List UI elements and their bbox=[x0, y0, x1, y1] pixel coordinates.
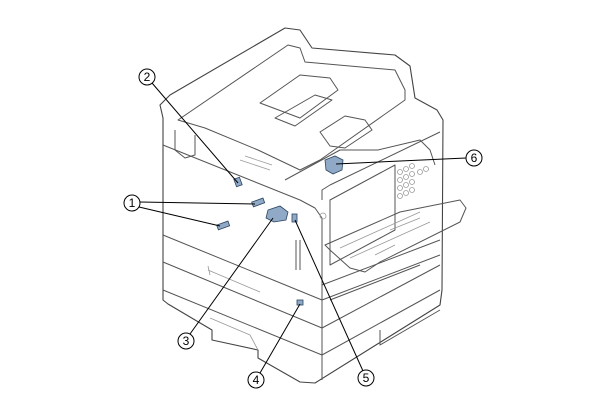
tray-front-cutout bbox=[379, 309, 441, 346]
leader-4 bbox=[259, 303, 301, 374]
front-top-edge bbox=[321, 131, 441, 200]
scanner-edge bbox=[284, 139, 436, 181]
callout-1: 1 bbox=[123, 194, 141, 212]
paper-tray-bottom bbox=[162, 289, 441, 356]
front-corner-edge bbox=[162, 144, 323, 380]
callout-6-label: 6 bbox=[471, 151, 478, 165]
adf-cover bbox=[177, 44, 406, 171]
output-tray bbox=[324, 199, 467, 273]
callout-5: 5 bbox=[357, 369, 375, 387]
adf-feed-tray bbox=[259, 74, 339, 119]
part-5 bbox=[291, 213, 298, 223]
part-2 bbox=[233, 176, 243, 188]
callout-4: 4 bbox=[247, 371, 265, 389]
leader-lines bbox=[138, 82, 467, 374]
part-6 bbox=[324, 155, 344, 175]
adf-paper-guide bbox=[274, 94, 333, 127]
callout-5-label: 5 bbox=[363, 371, 370, 385]
part-1a bbox=[251, 197, 266, 208]
callout-6: 6 bbox=[465, 149, 483, 167]
callout-1-label: 1 bbox=[129, 196, 136, 210]
leader-5 bbox=[294, 219, 364, 372]
tray-handles bbox=[207, 265, 261, 351]
paper-tray-1 bbox=[162, 234, 323, 301]
side-vent bbox=[239, 155, 273, 171]
adf-output-stopper bbox=[319, 115, 373, 149]
callout-3-label: 3 bbox=[183, 334, 190, 348]
leader-3 bbox=[189, 217, 274, 335]
callout-2-label: 2 bbox=[144, 70, 151, 84]
leader-1a bbox=[139, 201, 256, 205]
power-button bbox=[319, 212, 327, 220]
front-panel-lines bbox=[321, 239, 441, 301]
leader-2 bbox=[151, 82, 239, 184]
printer-body bbox=[159, 27, 444, 384]
keypad bbox=[397, 163, 429, 199]
callout-3: 3 bbox=[177, 332, 195, 350]
side-handle bbox=[174, 130, 196, 159]
usb-port-slot bbox=[295, 240, 301, 270]
callout-2: 2 bbox=[138, 68, 156, 86]
control-panel bbox=[329, 164, 396, 266]
leader-6 bbox=[335, 157, 467, 165]
part-1b bbox=[216, 220, 231, 231]
paper-tray-2 bbox=[162, 261, 441, 329]
part-3 bbox=[265, 205, 289, 223]
part-4 bbox=[296, 299, 304, 306]
leader-1b bbox=[138, 206, 221, 227]
callout-4-label: 4 bbox=[253, 373, 260, 387]
output-tray-guides bbox=[339, 211, 431, 259]
